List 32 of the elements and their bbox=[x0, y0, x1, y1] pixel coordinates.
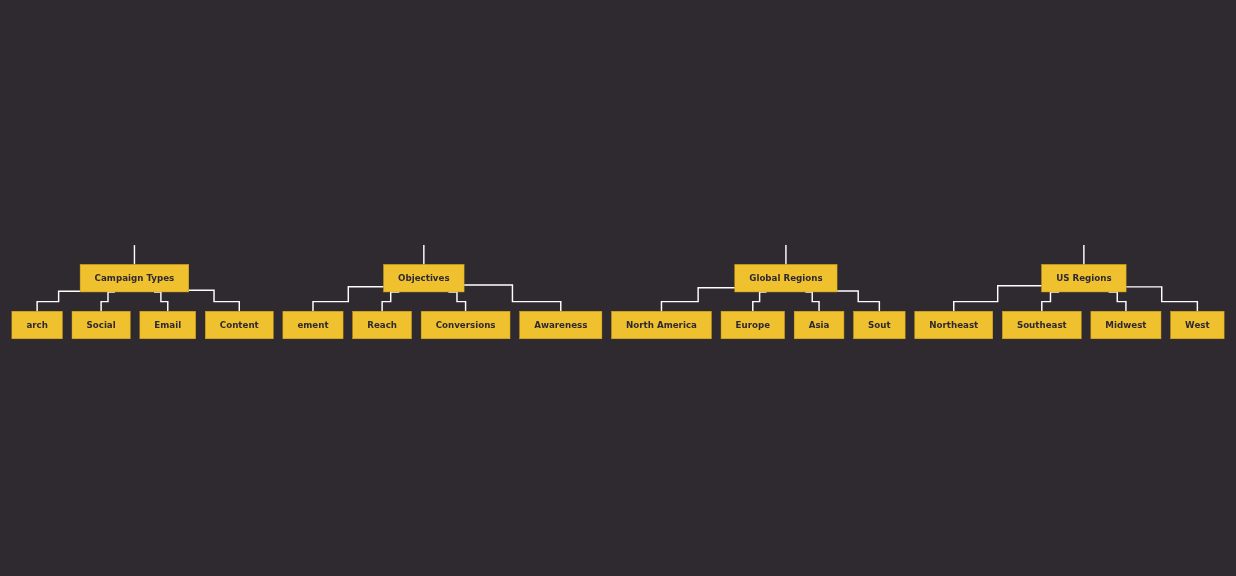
node-box: Awareness bbox=[519, 310, 603, 339]
connector bbox=[660, 286, 736, 312]
connector bbox=[785, 244, 787, 265]
connector bbox=[188, 289, 240, 312]
node-box: Email bbox=[139, 310, 196, 339]
node-box: Social bbox=[71, 310, 131, 339]
node-box: North America bbox=[611, 310, 712, 339]
connector bbox=[953, 284, 1043, 312]
node-box: Midwest bbox=[1090, 310, 1162, 339]
node-box: Northeast bbox=[914, 310, 993, 339]
connector bbox=[36, 290, 81, 312]
connector bbox=[133, 244, 136, 265]
node-box: Content bbox=[205, 310, 274, 339]
connector bbox=[1125, 285, 1199, 312]
node-box: Campaign Types bbox=[79, 263, 189, 292]
node-box: Conversions bbox=[420, 310, 511, 339]
node-box: Southeast bbox=[1002, 310, 1082, 339]
node-box: Reach bbox=[352, 310, 412, 339]
node-box: US Regions bbox=[1041, 263, 1127, 292]
connector bbox=[312, 285, 385, 312]
node-box: Global Regions bbox=[734, 263, 838, 292]
connector bbox=[423, 244, 425, 265]
connector bbox=[836, 289, 881, 312]
node-box: Europe bbox=[720, 310, 785, 339]
connector bbox=[463, 284, 562, 312]
connector bbox=[1083, 244, 1085, 265]
node-box: Asia bbox=[793, 310, 845, 339]
node-box: West bbox=[1170, 310, 1225, 339]
node-box: ement bbox=[282, 310, 344, 339]
node-box: Objectives bbox=[383, 263, 465, 292]
node-box: Sout bbox=[853, 310, 906, 339]
node-box: arch bbox=[11, 310, 63, 339]
